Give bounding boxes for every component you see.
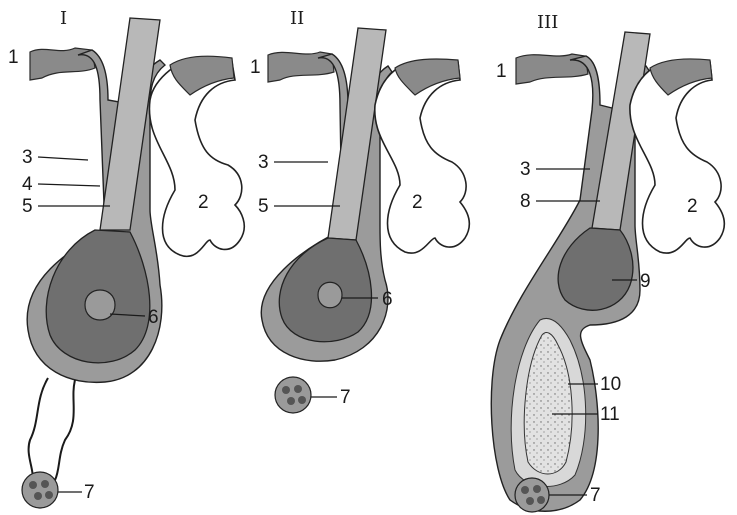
panel-numeral: I [60,8,67,29]
label-7: 7 [590,485,601,506]
panel-catagen: II 1 2 3 5 6 7 [250,8,469,413]
panel-numeral: III [537,12,558,33]
panel-numeral: II [290,8,304,29]
papilla-cluster [275,377,311,413]
panel-telogen: III 1 2 3 8 9 10 11 7 [491,12,724,512]
label-9: 9 [640,271,651,292]
label-1: 1 [8,47,19,68]
label-7: 7 [84,482,95,503]
label-5: 5 [22,196,33,217]
label-3: 3 [258,152,269,173]
label-10: 10 [600,374,621,395]
dermal-papilla [318,282,342,308]
connective-strand-right [55,380,75,480]
papilla-cluster [22,472,58,508]
label-7: 7 [340,387,351,408]
papilla-cluster [515,478,549,512]
label-2: 2 [198,192,209,213]
label-3: 3 [22,147,33,168]
connective-strand-left [29,378,48,480]
label-4: 4 [22,174,33,195]
label-8: 8 [520,191,531,212]
label-1: 1 [250,57,261,78]
label-2: 2 [412,192,423,213]
panel-anagen: I 1 2 3 4 5 6 7 [8,8,244,508]
label-11: 11 [600,404,620,425]
label-6: 6 [148,307,159,328]
label-3: 3 [520,159,531,180]
dermal-papilla [85,290,115,320]
label-6: 6 [382,289,393,310]
label-2: 2 [687,196,698,217]
label-1: 1 [496,61,507,82]
label-5: 5 [258,196,269,217]
